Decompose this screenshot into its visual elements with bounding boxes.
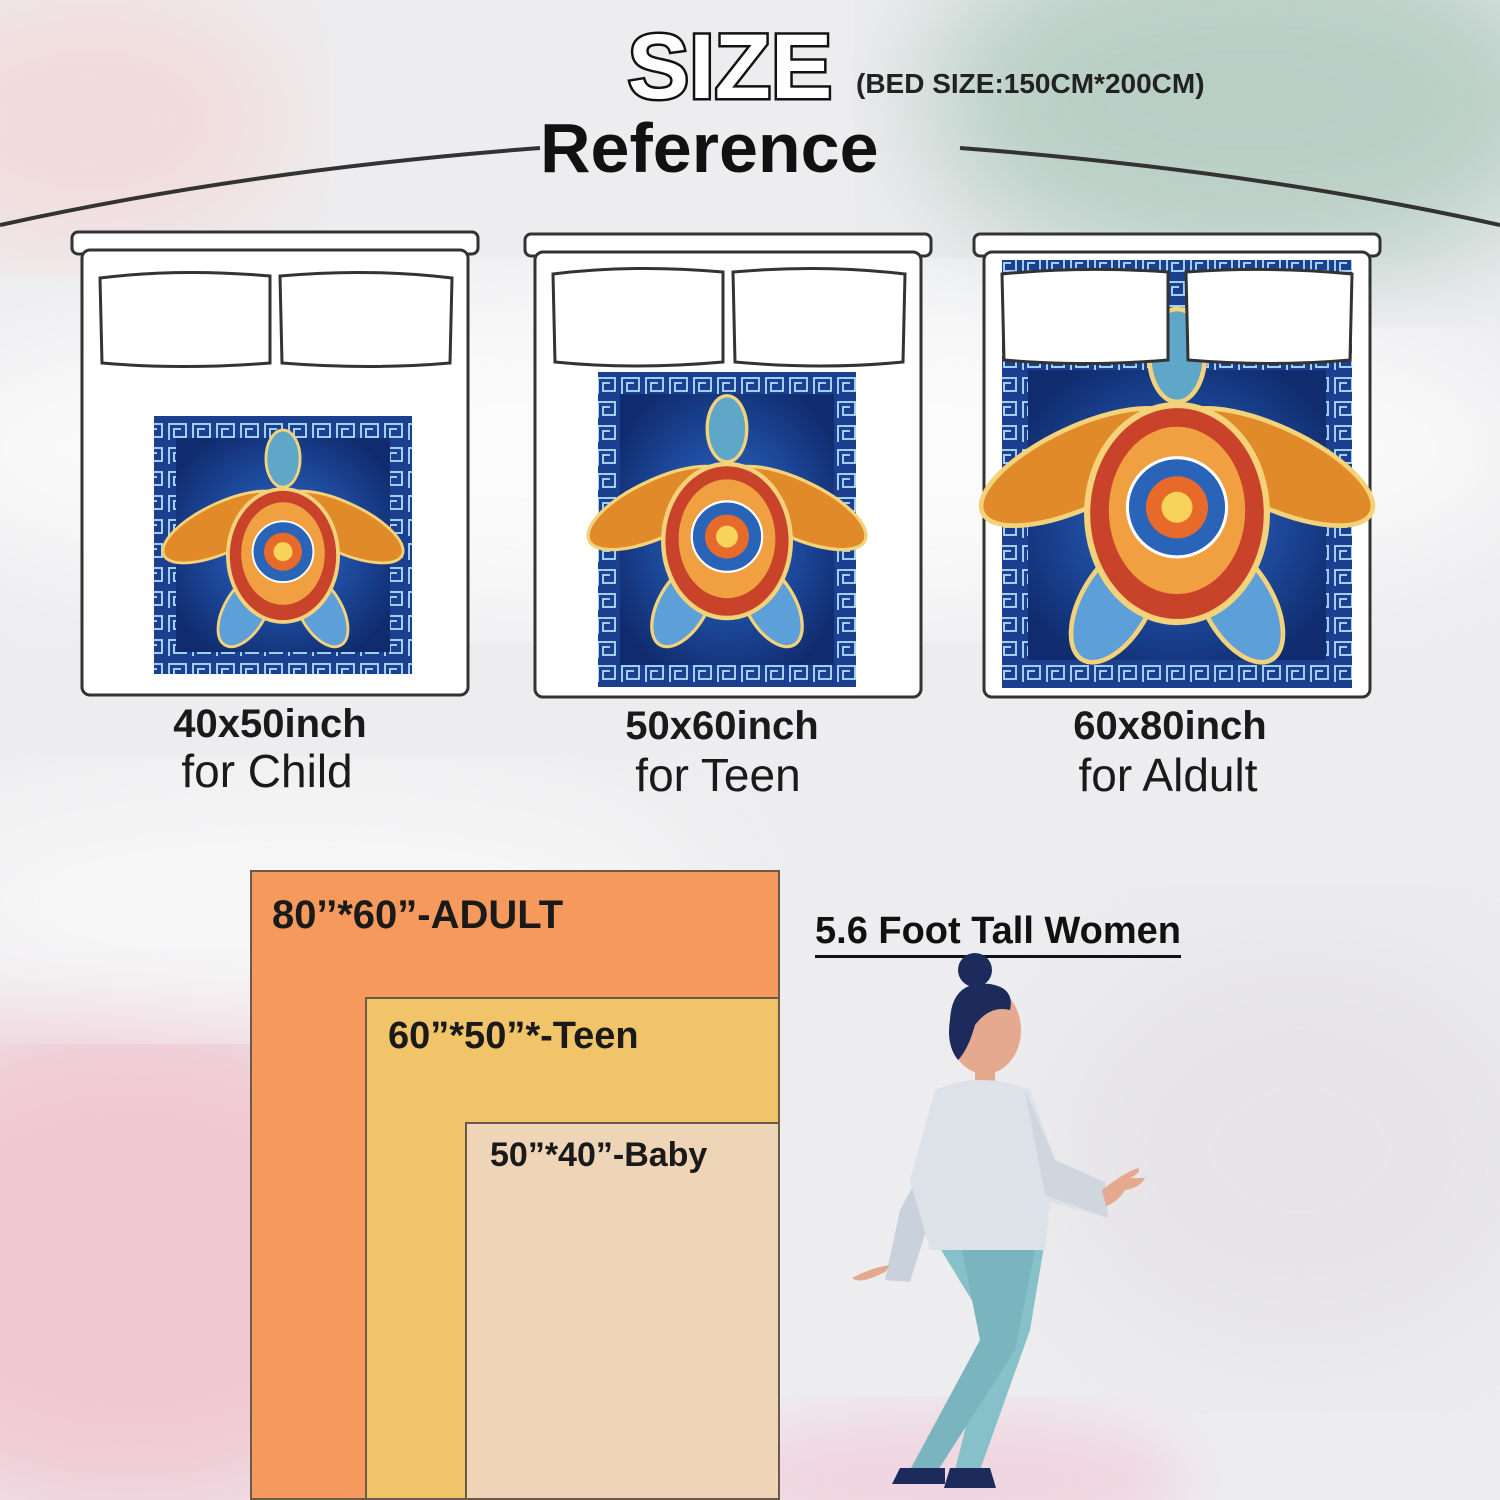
size-box-teen-label: 60”*50”*-Teen [388, 1015, 639, 1057]
woman-figure [852, 953, 1145, 1488]
swoosh-left [0, 146, 541, 227]
bed-size-note: (BED SIZE:150CM*200CM) [856, 68, 1205, 99]
woman-height-label: 5.6 Foot Tall Women [815, 910, 1181, 958]
title-reference: Reference [540, 109, 879, 187]
title-size-text: SIZE [628, 18, 832, 114]
bed-adult-audience: for Aldult [1078, 749, 1258, 801]
bed-adult [972, 232, 1382, 699]
bed-child-size: 40x50inch [173, 702, 367, 746]
bed-teen-size: 50x60inch [625, 704, 819, 748]
size-box-adult-label: 80’’*60”-ADULT [272, 893, 564, 937]
bed-adult-size: 60x80inch [1073, 704, 1267, 748]
bed-child-audience: for Child [181, 745, 353, 797]
bed-teen [523, 232, 933, 699]
blanket-child [151, 416, 415, 674]
bed-child [70, 230, 480, 697]
title-size: SIZE [625, 18, 834, 114]
size-box-baby-label: 50”*40”-Baby [490, 1136, 708, 1174]
bed-teen-audience: for Teen [635, 749, 801, 801]
blanket-teen [577, 372, 877, 687]
size-box-baby [465, 1122, 780, 1500]
swoosh-right [959, 146, 1500, 227]
